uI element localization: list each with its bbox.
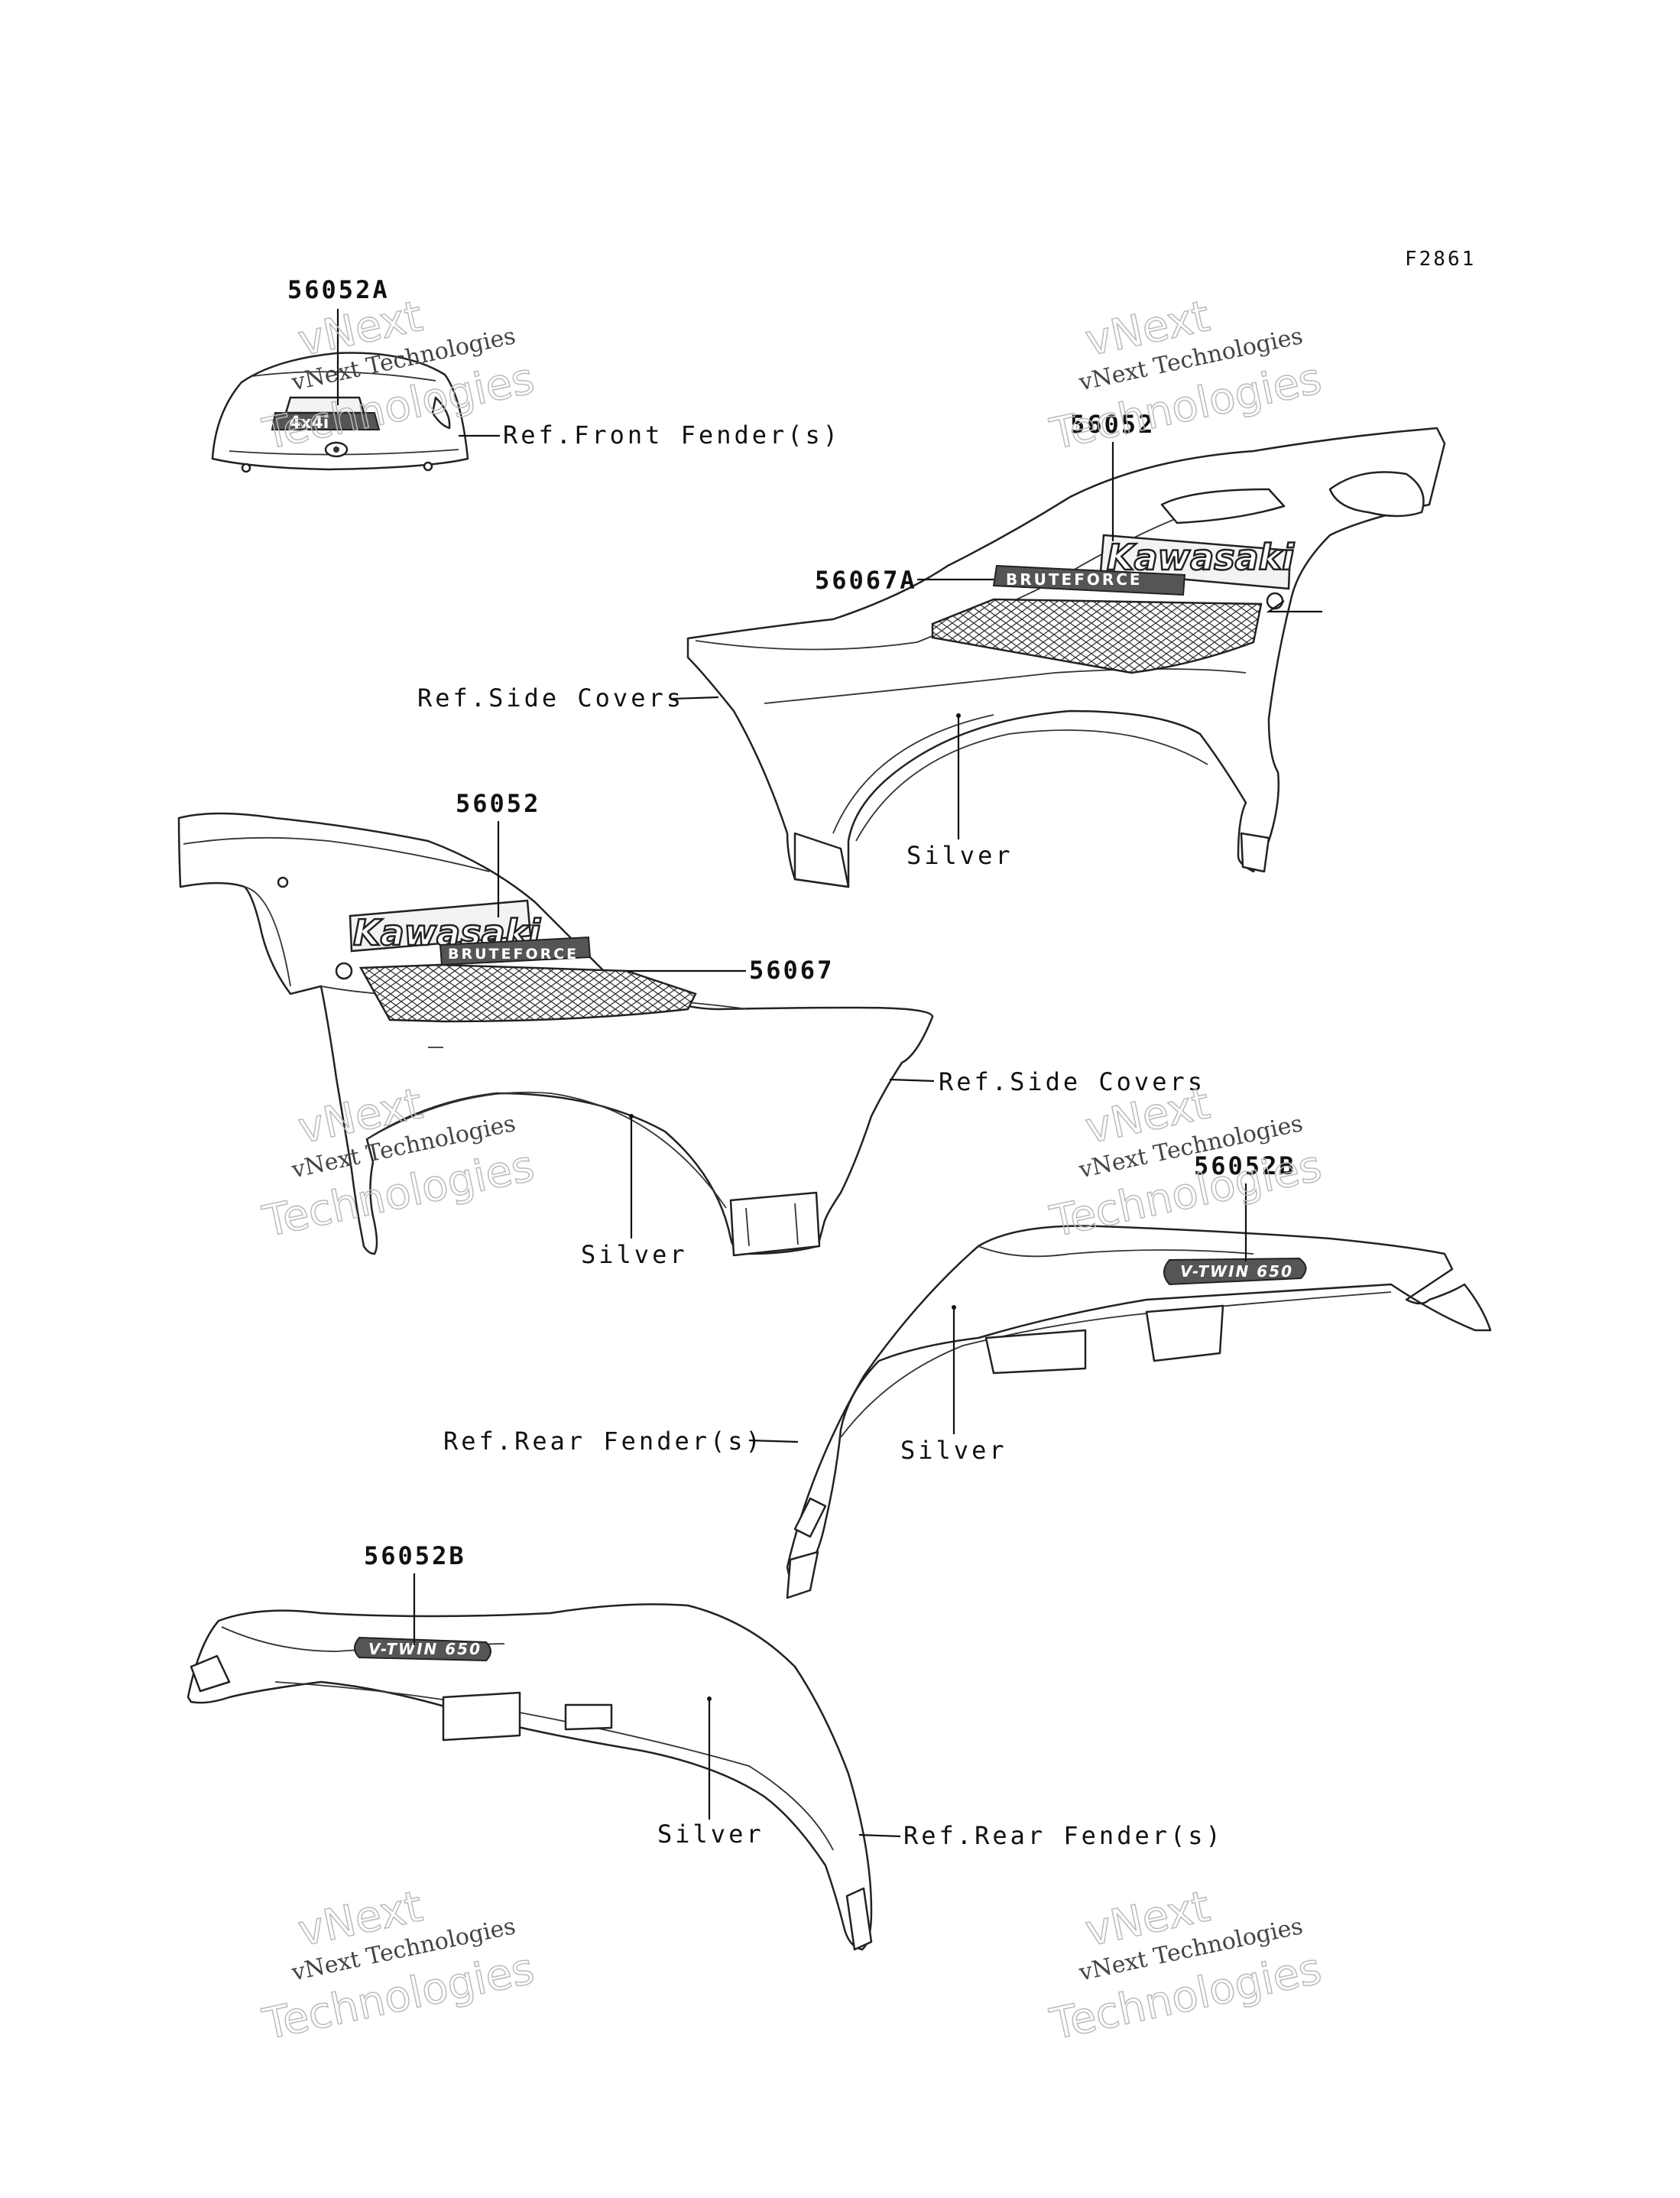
figure-code: F2861 [1405, 248, 1476, 271]
leader-ref-rear-fender-right [748, 1439, 799, 1443]
callout-56052B-left: 56052B [364, 1541, 466, 1570]
watermark-mid-left: vNext vNext Technologies Technologies [258, 1079, 539, 1248]
leader-ref-side-covers-right [672, 696, 719, 700]
right-side-cover-part: Kawasaki BRUTEFORCE [686, 427, 1446, 888]
rear-fender-left-part: V-TWIN 650 [186, 1603, 873, 1951]
svg-text:BRUTEFORCE: BRUTEFORCE [448, 946, 579, 963]
stripe-decal-right [931, 598, 1263, 674]
callout-ref-front-fender: Ref.Front Fender(s) [503, 420, 841, 450]
watermark-top-right: vNext vNext Technologies Technologies [1045, 291, 1326, 460]
callout-silver-rear-left: Silver [657, 1820, 764, 1849]
bruteforce-strip-right: BRUTEFORCE [992, 564, 1186, 596]
left-side-cover-part: Kawasaki BRUTEFORCE [177, 812, 934, 1257]
svg-text:BRUTEFORCE: BRUTEFORCE [1006, 570, 1143, 589]
callout-56052A: 56052A [287, 275, 390, 304]
vtwin-decal-right: V-TWIN 650 [1163, 1257, 1307, 1286]
callout-ref-side-covers-right: Ref.Side Covers [417, 683, 684, 713]
front-fender-part: 4x4i [211, 352, 469, 473]
callout-silver-rear-right: Silver [900, 1436, 1007, 1465]
leader-ref-side-covers-left [889, 1078, 935, 1083]
leader-ref-rear-fender-left [858, 1833, 901, 1838]
stripe-decal-left [358, 963, 697, 1023]
callout-56052B-right: 56052B [1194, 1151, 1296, 1180]
callout-56067: 56067 [749, 956, 834, 985]
front-badge-text: 4x4i [289, 414, 329, 433]
watermark-bottom-left: vNext vNext Technologies Technologies [258, 1881, 539, 2050]
svg-text:V-TWIN 650: V-TWIN 650 [368, 1640, 482, 1658]
callout-ref-rear-fender-right: Ref.Rear Fender(s) [443, 1427, 764, 1456]
callout-silver-right-cover: Silver [906, 841, 1014, 870]
rear-fender-right-part: V-TWIN 650 [786, 1225, 1492, 1599]
callout-56052-right: 56052 [1070, 410, 1155, 439]
kawasaki-emblem-right: Kawasaki [1099, 534, 1296, 590]
svg-text:Kawasaki: Kawasaki [1107, 537, 1295, 578]
callout-ref-rear-fender-left: Ref.Rear Fender(s) [903, 1821, 1224, 1850]
watermark-bottom-right: vNext vNext Technologies Technologies [1045, 1881, 1326, 2050]
callout-silver-left-cover: Silver [581, 1240, 688, 1269]
callout-56052-left: 56052 [456, 789, 540, 818]
callout-ref-side-covers-left: Ref.Side Covers [939, 1067, 1205, 1096]
bruteforce-strip-left: BRUTEFORCE [439, 936, 592, 966]
callout-56067A: 56067A [815, 566, 917, 595]
svg-text:V-TWIN 650: V-TWIN 650 [1180, 1262, 1293, 1281]
vtwin-decal-left: V-TWIN 650 [354, 1636, 491, 1662]
